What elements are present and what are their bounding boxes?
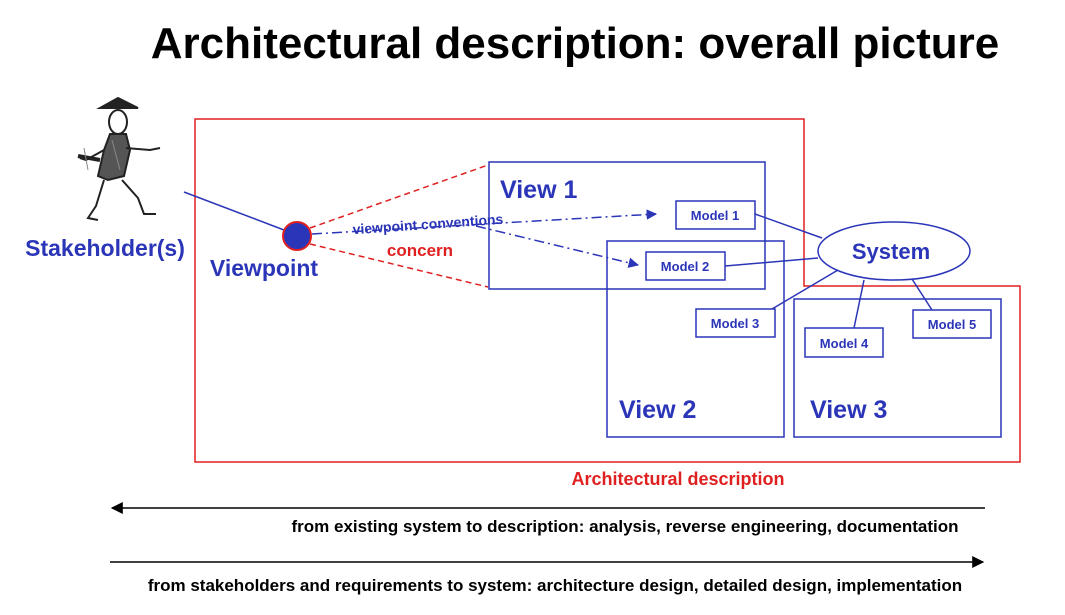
model1-box	[675, 200, 756, 230]
model2-box	[645, 251, 726, 281]
convention-arrow-model1	[311, 209, 658, 235]
model4-label: Model 4	[820, 336, 869, 351]
viewpoint-conventions-label: viewpoint conventions	[352, 211, 504, 238]
model5-box	[912, 309, 992, 339]
model3-box	[695, 308, 776, 338]
model2-system-line	[724, 257, 819, 267]
design-arrow-label: from stakeholders and requirements to sy…	[148, 576, 962, 595]
analysis-arrow-label: from existing system to description: ana…	[292, 517, 959, 536]
view2-label: View 2	[619, 396, 696, 424]
system-label: System	[852, 239, 930, 264]
model4-system-line	[853, 279, 865, 329]
view3-box	[793, 298, 1002, 438]
stakeholder-viewpoint-line	[183, 191, 285, 231]
concern-line-bottom	[309, 243, 489, 288]
architectural-description-boundary	[194, 118, 1021, 463]
view1-box	[488, 161, 766, 290]
system-node	[817, 221, 971, 281]
page-title: Architectural description: overall pictu…	[151, 19, 999, 68]
model5-label: Model 5	[928, 317, 976, 332]
model5-system-line	[911, 278, 933, 311]
stakeholder-label: Stakeholder(s)	[25, 235, 185, 261]
model2-label: Model 2	[661, 259, 709, 274]
concern-line-top	[309, 164, 489, 229]
model3-label: Model 3	[711, 316, 759, 331]
concern-label: concern	[387, 241, 453, 260]
model1-system-line	[754, 213, 823, 239]
view1-label: View 1	[500, 176, 577, 204]
model1-label: Model 1	[691, 208, 739, 223]
convention-arrow-model2	[475, 225, 640, 268]
architectural-description-label: Architectural description	[571, 469, 784, 489]
viewpoint-label: Viewpoint	[210, 255, 319, 281]
model3-system-line	[771, 269, 839, 310]
view3-label: View 3	[810, 396, 887, 424]
viewpoint-node	[282, 221, 312, 251]
model4-box	[804, 327, 884, 358]
stakeholder-figure-icon	[77, 96, 161, 221]
view2-box	[606, 240, 785, 438]
